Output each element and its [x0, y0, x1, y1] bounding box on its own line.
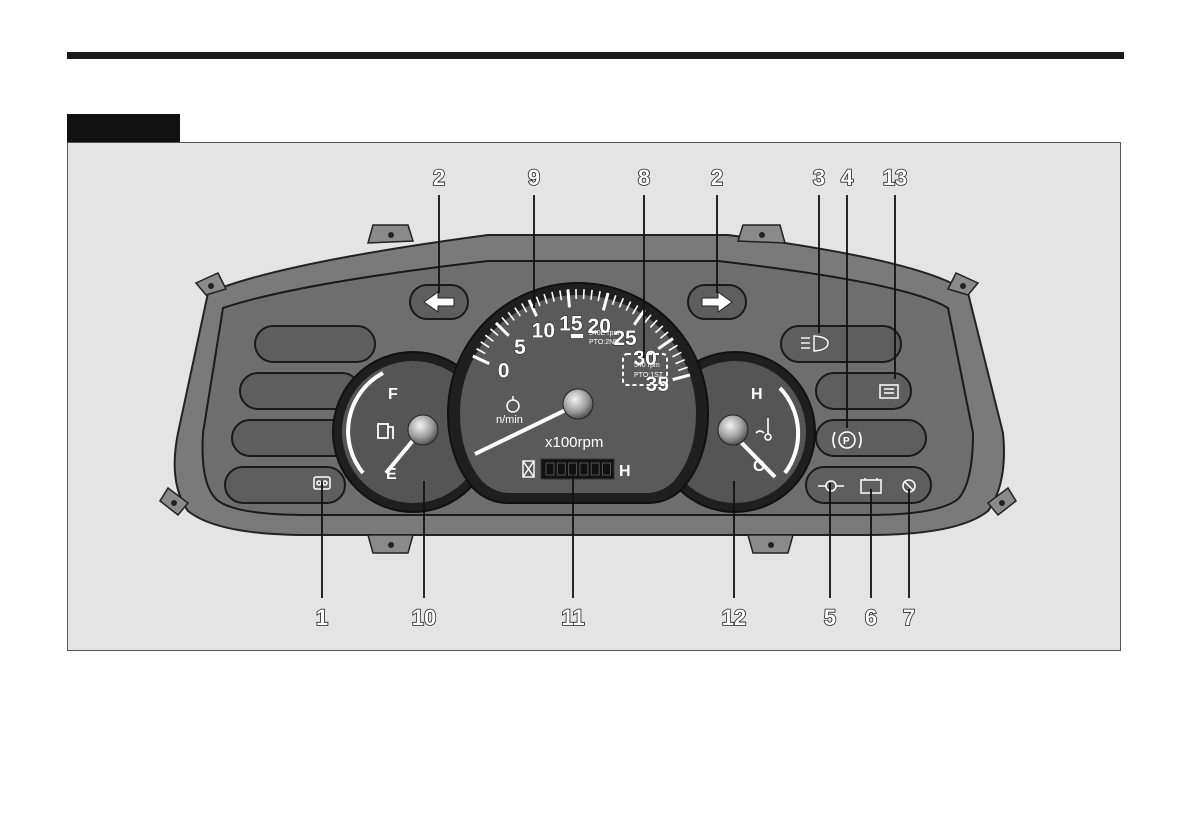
tachometer-sub-unit: n/min	[496, 414, 523, 426]
callout-2-right-turn: 2	[711, 165, 723, 190]
pto-note-540: 540 rpm	[634, 362, 660, 369]
callout-4-parking-brake: 4	[841, 165, 854, 190]
pto-2nd-bar	[571, 334, 583, 338]
tachometer-scale-label: 5	[514, 336, 526, 359]
callout-10-fuel-gauge: 10	[412, 605, 436, 630]
callout-1-fan: 1	[316, 605, 328, 630]
temp-hot-label: H	[751, 386, 763, 403]
callout-11-hour-meter: 11	[561, 605, 584, 630]
tachometer-scale-label: 0	[498, 359, 510, 382]
callout-13-glow-plug: 13	[883, 165, 907, 190]
callout-8-pto-marker: 8	[638, 165, 650, 190]
hour-meter-display	[541, 459, 614, 479]
tachometer-scale-label: 10	[532, 320, 555, 343]
callout-6-battery: 6	[865, 605, 877, 630]
pto-note-540e: 540E rpm	[589, 330, 620, 337]
tachometer-major-tick	[568, 289, 570, 307]
header-rule	[67, 52, 1124, 59]
section-tab	[67, 114, 180, 143]
callout-3-high-beam: 3	[813, 165, 825, 190]
tachometer-minor-tick	[584, 289, 585, 299]
pto-note-1st: PTO:1ST	[634, 372, 664, 379]
svg-text:P: P	[843, 436, 850, 447]
callout-12-temp-gauge: 12	[722, 605, 746, 630]
callout-7-coolant: 7	[903, 605, 915, 630]
callout-9-tachometer: 9	[528, 165, 540, 190]
tachometer-scale-label: 15	[559, 312, 583, 335]
pto-note-2nd: PTO:2ND	[589, 339, 619, 346]
callout-5-oil-pressure: 5	[824, 605, 836, 630]
temp-needle-hub	[718, 415, 748, 445]
fuel-needle-hub	[408, 415, 438, 445]
tachometer-needle-hub	[563, 389, 593, 419]
fuel-full-label: F	[388, 386, 398, 403]
callout-2-left-turn: 2	[433, 165, 445, 190]
tachometer-unit: x100rpm	[545, 434, 603, 451]
hour-meter-unit: H	[619, 463, 631, 480]
